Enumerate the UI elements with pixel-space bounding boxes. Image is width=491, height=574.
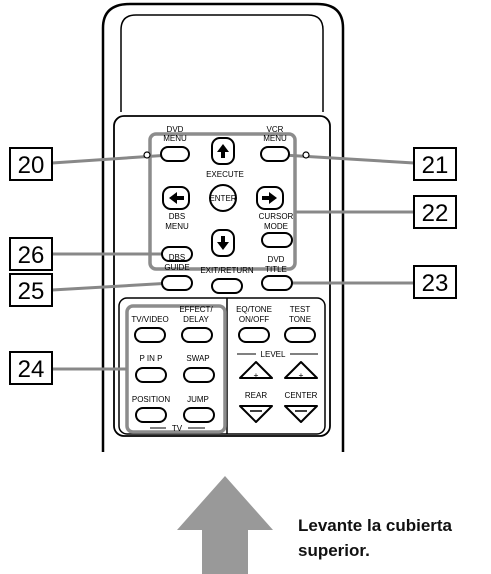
plus-icon-rear: + xyxy=(254,370,259,380)
test-tone-button[interactable] xyxy=(284,327,316,343)
effect-delay-label-1: EFFECT/ xyxy=(179,305,213,314)
dvd-menu-label-1: DVD xyxy=(167,125,184,134)
caption-line-1: Levante la cubierta xyxy=(298,516,453,535)
jump-button[interactable] xyxy=(183,407,215,423)
callout-22-text: 22 xyxy=(422,200,449,227)
remote-inner-cutout xyxy=(120,14,324,112)
dvd-title-label-1: DVD xyxy=(268,255,285,264)
eq-tone-label-2: ON/OFF xyxy=(239,315,269,324)
center-level-down-button[interactable] xyxy=(284,405,318,423)
tv-video-label: TV/VIDEO xyxy=(131,315,168,324)
position-label: POSITION xyxy=(132,395,170,404)
callout-25: 25 xyxy=(9,273,53,307)
swap-label: SWAP xyxy=(186,354,209,363)
execute-label: EXECUTE xyxy=(206,170,244,179)
callout-21-text: 21 xyxy=(422,152,449,179)
dbs-menu-label-1: DBS xyxy=(169,212,185,221)
tv-label: TV xyxy=(172,424,183,433)
enter-button[interactable] xyxy=(209,184,237,212)
lift-direction-arrow xyxy=(177,476,273,574)
callout-25-text: 25 xyxy=(18,278,45,305)
p-in-p-label: P IN P xyxy=(140,354,163,363)
cursor-mode-button[interactable] xyxy=(261,232,293,248)
tv-video-button[interactable] xyxy=(134,327,166,343)
callout-20: 20 xyxy=(9,147,53,181)
callout-24: 24 xyxy=(9,351,53,385)
eq-tone-button[interactable] xyxy=(238,327,270,343)
test-tone-label-1: TEST xyxy=(290,305,311,314)
dbs-menu-button[interactable] xyxy=(161,246,193,262)
lower-button-section xyxy=(118,297,326,435)
dbs-guide-button[interactable] xyxy=(161,275,193,291)
rear-level-up-button[interactable] xyxy=(239,361,273,379)
eq-tone-label-1: EQ/TONE xyxy=(236,305,272,314)
vcr-menu-label-2: MENU xyxy=(263,134,287,143)
arrow-down-icon xyxy=(217,236,229,250)
dbs-guide-label-1: DBS xyxy=(169,253,185,262)
center-label: CENTER xyxy=(285,391,318,400)
p-in-p-button[interactable] xyxy=(135,367,167,383)
arrow-left-icon xyxy=(169,192,184,204)
callout-21: 21 xyxy=(413,147,457,181)
dvd-indicator-dot xyxy=(143,151,151,159)
vcr-indicator-dot xyxy=(302,151,310,159)
callout-22: 22 xyxy=(413,195,457,229)
jump-label: JUMP xyxy=(187,395,209,404)
position-button[interactable] xyxy=(135,407,167,423)
exit-return-button[interactable] xyxy=(211,278,243,294)
swap-button[interactable] xyxy=(183,367,215,383)
cursor-mode-label-2: MODE xyxy=(264,222,288,231)
cursor-pad-highlight xyxy=(148,132,297,271)
callout-23: 23 xyxy=(413,265,457,299)
effect-delay-button[interactable] xyxy=(181,327,213,343)
callout-26-text: 26 xyxy=(18,242,45,269)
rear-level-down-button[interactable] xyxy=(239,405,273,423)
effect-delay-label-2: DELAY xyxy=(183,315,209,324)
cursor-mode-label-1: CURSOR xyxy=(259,212,294,221)
dvd-menu-button[interactable] xyxy=(160,146,190,162)
callout-20-text: 20 xyxy=(18,152,45,179)
callout-24-text: 24 xyxy=(18,356,45,383)
callout-26: 26 xyxy=(9,237,53,271)
dvd-title-label-2: TITLE xyxy=(265,265,287,274)
center-level-up-button[interactable] xyxy=(284,361,318,379)
caption-line-2: superior. xyxy=(298,541,370,560)
exit-return-label: EXIT/RETURN xyxy=(200,266,254,275)
callout-23-text: 23 xyxy=(422,270,449,297)
arrow-right-icon xyxy=(262,192,277,204)
vcr-menu-label-1: VCR xyxy=(267,125,284,134)
plus-icon-center: + xyxy=(299,370,304,380)
enter-label: ENTER xyxy=(209,194,236,203)
dvd-title-button[interactable] xyxy=(261,275,293,291)
dbs-guide-label-2: GUIDE xyxy=(164,263,189,272)
dvd-menu-label-2: MENU xyxy=(163,134,187,143)
rear-label: REAR xyxy=(245,391,267,400)
dbs-menu-label-2: MENU xyxy=(165,222,189,231)
leader-25 xyxy=(51,281,173,292)
test-tone-label-2: TONE xyxy=(289,315,311,324)
level-label: LEVEL xyxy=(261,350,286,359)
vcr-menu-button[interactable] xyxy=(260,146,290,162)
arrow-up-icon xyxy=(217,144,229,158)
